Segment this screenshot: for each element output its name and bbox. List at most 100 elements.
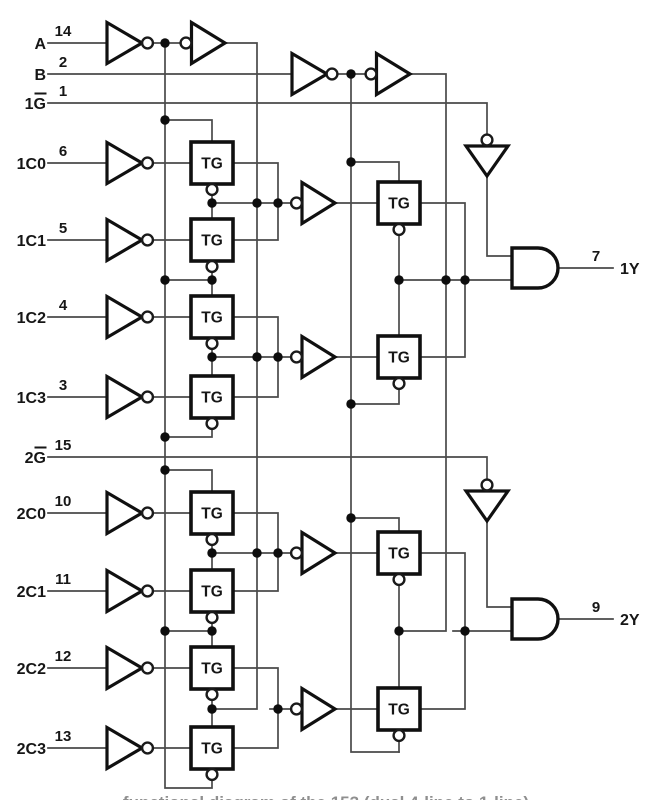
junction-dot [207,198,217,208]
output-label-2y: 2Y [620,612,640,629]
inverter-b [290,50,331,98]
wire-ctrl-tg5-top [164,469,213,493]
buffer-pair4 [300,685,339,733]
junction-dot [207,704,217,714]
bubble [205,687,219,702]
and-gates [510,246,560,641]
pin-number-1c1: 5 [59,220,67,237]
bubble [392,728,406,743]
tg-label: TG [388,546,410,563]
junction-dot [207,275,217,285]
pin-number-1g: 1 [59,83,67,100]
output-labels: 7 1Y 9 2Y [592,248,640,629]
input-label-2c2: 2C2 [17,661,46,678]
bubble [480,133,494,147]
wire-ctrl-tg4-bot [164,428,213,438]
tg-label: TG [201,506,223,523]
bubble [140,36,155,50]
junction-dot [273,198,283,208]
junction-dot [207,352,217,362]
tg-label: TG [201,661,223,678]
bubble [205,336,219,351]
bubble [140,741,155,755]
wire-s2-ctrl-3 [350,388,400,405]
tg-label: TG [201,156,223,173]
tg-label: TG [201,310,223,327]
tg-stage2-ch2-lower: TG [376,686,422,732]
bubble [140,233,155,247]
bubble [140,661,155,675]
pin-number-a: 14 [55,23,72,40]
junction-dot [160,275,170,285]
junction-dot [346,69,356,79]
tg-label: TG [388,702,410,719]
bubble [480,478,494,492]
pin-numbers: 14 2 1 6 5 4 3 15 10 11 12 13 [55,23,72,745]
tg-1c0: TG [189,140,235,186]
bubble [140,506,155,520]
inverter-1c0 [105,139,146,187]
wire-buffer-outs [335,202,379,710]
inverter-2c1 [105,567,146,615]
junction-dot [160,38,170,48]
junction-dots [160,38,470,714]
tg-1c2: TG [189,294,235,340]
inverters [105,19,512,772]
bubble [140,584,155,598]
bubbles [140,36,494,782]
bubble [140,390,155,404]
tg-label: TG [388,350,410,367]
junction-dot [273,352,283,362]
junction-dot [252,352,262,362]
bubble [364,67,378,81]
wire-bbar-vertical [350,73,400,753]
pin-number-2g: 15 [55,437,72,454]
bubble [392,376,406,391]
pin-number-2c1: 11 [55,571,71,588]
input-label-b: B [34,67,46,84]
tg-2c3: TG [189,725,235,771]
and-gate-2y [510,597,560,641]
bubble [179,36,193,50]
input-label-1c2: 1C2 [17,310,46,327]
input-label-2g: 2G [25,450,46,467]
tg-label: TG [388,196,410,213]
tg-2c2: TG [189,645,235,691]
pin-number-1c0: 6 [59,143,67,160]
bubble [205,259,219,274]
junction-dot [252,548,262,558]
bubble [289,702,304,716]
buffer-pair1 [300,179,339,227]
wire-ctrl-tg2-tg3 [164,271,213,297]
wire-input-1g [47,102,513,257]
input-label-1c0: 1C0 [17,156,46,173]
bubble [205,182,219,197]
bubble [205,610,219,625]
pin-number-1c2: 4 [59,297,68,314]
tg-2c1: TG [189,568,235,614]
enable-inverter-2 [462,489,512,524]
pin-number-2y: 9 [592,599,600,616]
input-labels: A B 1G 1C0 1C1 1C2 1C3 2G 2C0 2C1 2C2 2C… [17,36,47,758]
tg-1c1: TG [189,217,235,263]
buffer-pair2 [300,333,339,381]
tg-label: TG [201,233,223,250]
junction-dot [207,626,217,636]
inverter-1c2 [105,293,146,341]
junction-dot [252,198,262,208]
bubble [289,546,304,560]
input-label-2c3: 2C3 [17,741,46,758]
wire-pair4-outputs [232,667,279,749]
pin-number-1c3: 3 [59,377,67,394]
inverter-1c1 [105,216,146,264]
junction-dot [394,275,404,285]
bubble [205,416,219,431]
wire-input-2g [47,456,513,608]
transmission-gates: TG TG TG TG TG TG TG TG TG TG TG TG [189,140,422,771]
tg-label: TG [201,741,223,758]
bubble [392,222,406,237]
tg-stage2-ch2-upper: TG [376,530,422,576]
tg-label: TG [201,390,223,407]
inverter-2c3 [105,724,146,772]
pin-number-b: 2 [59,54,67,71]
